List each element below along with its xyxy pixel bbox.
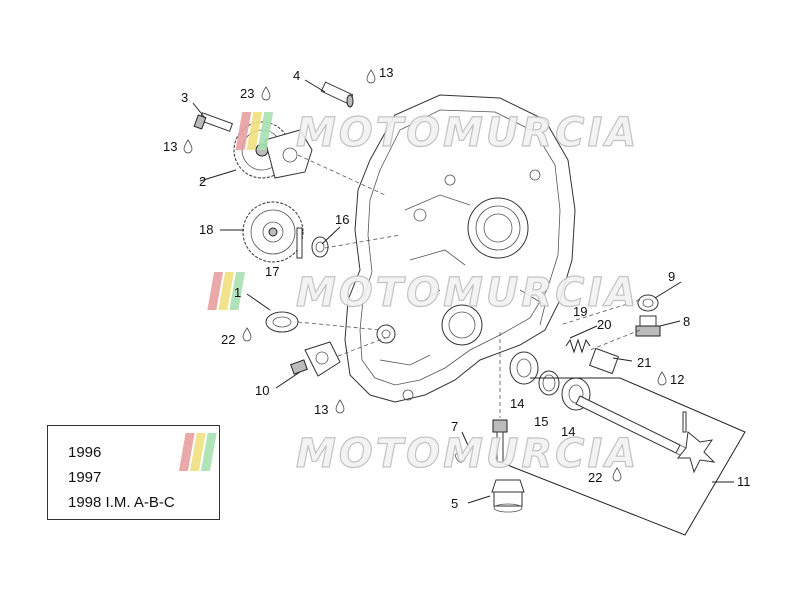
label-12: 12: [670, 372, 684, 387]
water-pump-shaft: [575, 395, 716, 474]
label-16: 16: [335, 212, 349, 227]
drop-icon: [183, 139, 193, 154]
spring: [565, 338, 591, 354]
drop-icon: [366, 69, 376, 84]
drop-icon: [657, 371, 667, 386]
model-year: 1996: [68, 444, 102, 461]
drain-plug: [635, 315, 661, 337]
watermark-top: MOTOMURCIA: [235, 109, 639, 157]
label-21: 21: [637, 355, 651, 370]
label-9: 9: [668, 269, 675, 284]
label-7: 7: [451, 419, 458, 434]
label-11: 11: [737, 474, 751, 489]
label-1: 1: [234, 285, 241, 300]
filler-plug: [491, 479, 525, 513]
cap-screw: [492, 419, 508, 463]
drop-icon: [612, 467, 622, 482]
screw: [193, 112, 234, 132]
watermark-text: MOTOMURCIA: [296, 270, 639, 316]
model-years-box: 1996 1997 1998 I.M. A-B-C: [47, 425, 220, 520]
loctite-drop-icons: [183, 69, 667, 482]
label-3: 3: [181, 90, 188, 105]
oil-pump-body: [264, 129, 313, 179]
clip: [454, 452, 466, 463]
label-22: 22: [588, 470, 602, 485]
label-8: 8: [683, 314, 690, 329]
watermark-middle: MOTOMURCIA: [207, 269, 639, 317]
label-22: 22: [221, 332, 235, 347]
label-19: 19: [573, 304, 587, 319]
watermark-text: MOTOMURCIA: [296, 110, 639, 156]
oil-seal: [265, 311, 299, 333]
drop-icon: [261, 86, 271, 101]
label-5: 5: [451, 496, 458, 511]
label-15: 15: [534, 414, 548, 429]
leader-lines: [192, 79, 746, 536]
label-23: 23: [240, 86, 254, 101]
drive-gear: [242, 201, 304, 263]
label-2: 2: [199, 174, 206, 189]
label-10: 10: [255, 383, 269, 398]
sealing-washer: [637, 294, 659, 312]
thermistor-sensor: [290, 341, 341, 377]
label-20: 20: [597, 317, 611, 332]
label-14: 14: [561, 424, 575, 439]
sleeve: [589, 347, 619, 375]
dowel-pin: [296, 227, 303, 259]
label-13: 13: [379, 65, 393, 80]
drop-icon: [242, 327, 252, 342]
label-18: 18: [199, 222, 213, 237]
bearing: [509, 351, 539, 385]
label-14: 14: [510, 396, 524, 411]
circlip: [538, 370, 560, 396]
model-year: 1998 I.M. A-B-C: [68, 494, 175, 511]
label-17: 17: [265, 264, 279, 279]
watermark-bottom: MOTOMURCIA: [178, 430, 639, 478]
drop-icon: [335, 399, 345, 414]
model-year: 1997: [68, 469, 102, 486]
part-labels: 3 13 2 4 13 23 18 16 17 1 22 10 13 9 8 1…: [163, 65, 751, 511]
label-13: 13: [163, 139, 177, 154]
pin: [320, 81, 354, 108]
label-4: 4: [293, 68, 300, 83]
crankcase-half: [344, 94, 576, 403]
watermark-text: MOTOMURCIA: [296, 431, 639, 477]
label-13: 13: [314, 402, 328, 417]
